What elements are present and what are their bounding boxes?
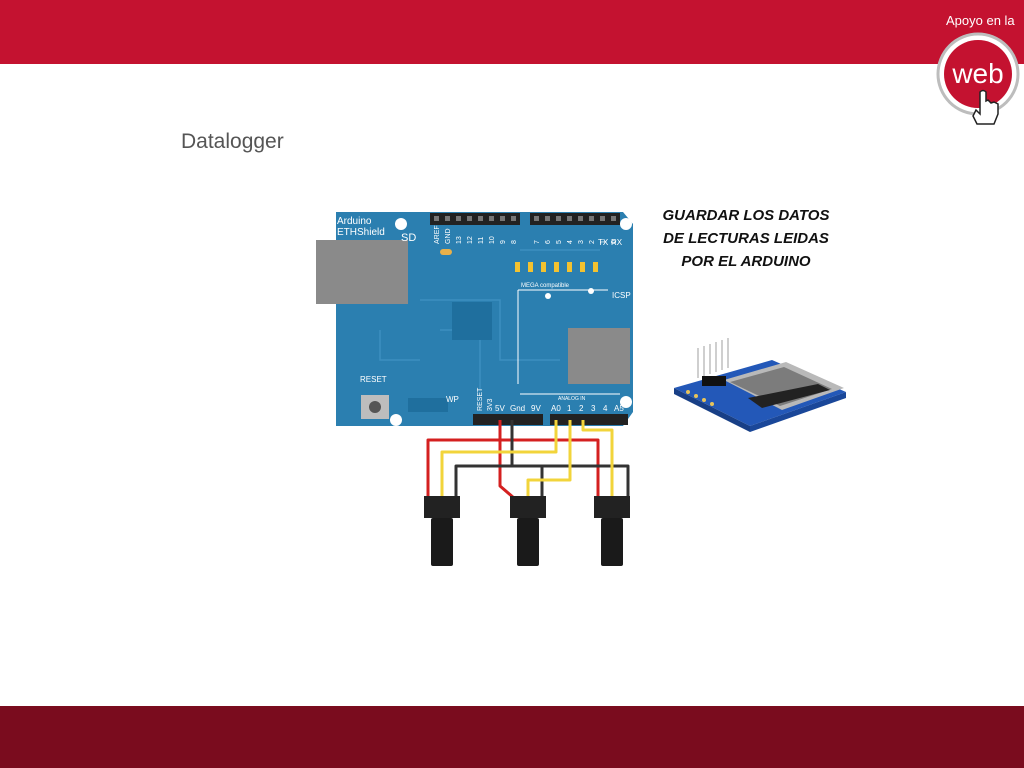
analog-header: [550, 414, 628, 425]
header-pins: [434, 216, 616, 221]
digital-header-high: [430, 213, 520, 225]
pin-label: 1: [600, 240, 607, 244]
top-pin-labels: AREF GND 13 12 11 10 9 8 7 6 5 4 3 2 1 0: [434, 225, 618, 244]
wire-a2-pot3: [581, 420, 614, 498]
tx-label: TX: [598, 238, 609, 247]
crystal: [440, 249, 452, 255]
icsp-dot: [588, 288, 594, 294]
potentiometer-1: [424, 496, 460, 566]
wiring: [426, 420, 630, 500]
micro-chip: [452, 302, 492, 340]
pin-label: Gnd: [510, 404, 525, 413]
mega-label: MEGA compatible: [521, 283, 570, 289]
pin-label: A0: [551, 404, 561, 413]
pin-label: AREF: [434, 225, 441, 244]
top-banner: [0, 0, 1024, 64]
pin-label: 7: [534, 240, 541, 244]
pin-label: RESET: [477, 387, 484, 411]
rx-label: RX: [611, 238, 623, 247]
wire-5v-pot2: [498, 440, 515, 500]
wire-5v-pot3: [500, 438, 600, 498]
wire-gnd-pot1: [454, 420, 514, 498]
pin-label: 5: [556, 240, 563, 244]
pin-label: 2: [579, 404, 584, 413]
mounting-hole: [390, 414, 402, 426]
potentiometer-3: [594, 496, 630, 566]
wire-5v-pot1: [426, 420, 502, 498]
wire-gnd-pot3: [542, 464, 630, 498]
pin-label: 10: [489, 236, 496, 244]
digital-header-low: [530, 213, 620, 225]
potentiometer-2: [510, 496, 546, 566]
pin-label: 3: [578, 240, 585, 244]
sd-card-module-photo: [674, 338, 846, 432]
sd-card: [748, 384, 830, 408]
arduino-circuit-diagram: Arduino ETHShield SD RESET WP ICSP MEGA …: [316, 212, 633, 566]
wire-a0-pot1: [440, 420, 558, 498]
bottom-banner: [0, 706, 1024, 768]
pin-label: A5: [614, 404, 624, 413]
apoyo-web-logo: web: [936, 32, 1020, 125]
pin-label: 8: [511, 240, 518, 244]
ethernet-jack: [316, 240, 408, 304]
pin-label: 3: [591, 404, 596, 413]
pin-label: 13: [456, 236, 463, 244]
logo-text: web: [951, 58, 1003, 89]
caption-line-3: POR EL ARDUINO: [681, 253, 811, 270]
reset-label: RESET: [360, 375, 387, 384]
pin-label: 5V: [495, 404, 505, 413]
wp-label: WP: [446, 395, 459, 404]
caption-line-1: GUARDAR LOS DATOS: [662, 207, 830, 224]
pin-label: 9: [500, 240, 507, 244]
pin-label: 2: [589, 240, 596, 244]
wp-chip: [408, 398, 448, 412]
hand-cursor-icon: [972, 89, 999, 125]
mounting-hole: [620, 218, 632, 230]
pin-label: GND: [445, 228, 452, 244]
pin-label: 4: [603, 404, 608, 413]
bottom-pin-labels: 5V Gnd 9V A0 1 2 3 4 A5: [495, 404, 624, 413]
sd-label: SD: [401, 232, 416, 244]
pin-label: 11: [478, 237, 485, 244]
pin-label: 1: [567, 404, 572, 413]
mega-dot: [545, 293, 551, 299]
mounting-hole: [620, 396, 632, 408]
reset-button-cap: [369, 401, 381, 413]
header-pins: [697, 338, 729, 378]
board-name: Arduino: [337, 216, 372, 227]
pin-label: 4: [567, 240, 574, 244]
mounting-hole: [395, 218, 407, 230]
board-model: ETHShield: [337, 227, 385, 238]
solder-pads: [686, 390, 714, 406]
pin-label: 12: [467, 236, 474, 244]
power-header: [473, 414, 543, 425]
icsp-label: ICSP: [612, 291, 631, 300]
diagram-caption: GUARDAR LOS DATOS DE LECTURAS LEIDAS POR…: [646, 204, 846, 273]
pin-label: 3V3: [487, 398, 494, 411]
slide-title: Datalogger: [181, 130, 284, 153]
wire-a1-pot2: [526, 420, 572, 498]
ethernet-chip: [568, 328, 630, 384]
logo-caption: Apoyo en la: [946, 13, 1015, 28]
logo-disc: [944, 40, 1012, 108]
pin-label: 0: [611, 240, 618, 244]
pin-header: [702, 376, 726, 386]
analog-in-label: ANALOG IN: [558, 396, 586, 402]
status-leds: [515, 262, 598, 272]
pin-label: 6: [545, 240, 552, 244]
caption-line-2: DE LECTURAS LEIDAS: [663, 230, 829, 247]
pin-label: 9V: [531, 404, 541, 413]
